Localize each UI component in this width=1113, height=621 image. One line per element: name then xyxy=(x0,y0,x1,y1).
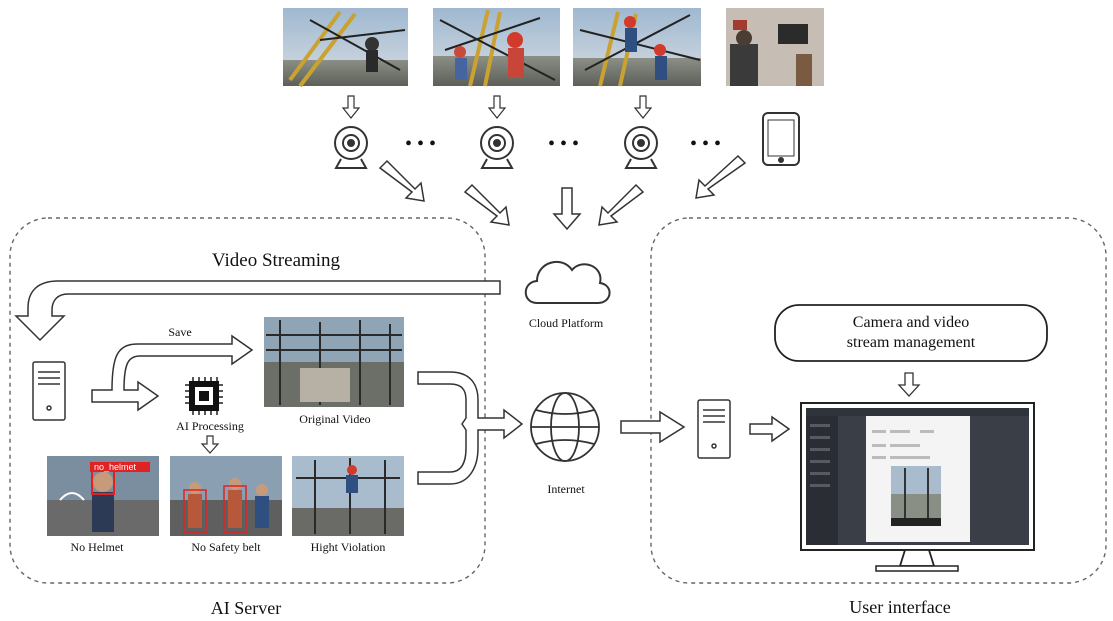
monitor-icon xyxy=(800,402,1035,572)
arrows-to-cloud xyxy=(378,154,747,231)
detection-photo-no-helmet: no_helmet xyxy=(47,456,159,536)
webcam-icon xyxy=(334,126,368,169)
ai-server-title: AI Server xyxy=(211,598,281,618)
server-to-monitor-arrow xyxy=(749,415,791,443)
ellipsis-1: • • • xyxy=(405,133,436,155)
ai-server-region xyxy=(9,217,486,584)
site-photo-1 xyxy=(283,8,408,88)
ai-down-arrow xyxy=(200,435,220,454)
user-interface-title: User interface xyxy=(849,597,950,617)
mgmt-down-arrow xyxy=(897,372,921,397)
server-icon xyxy=(697,399,731,459)
cloud-platform-label: Cloud Platform xyxy=(529,316,604,330)
site-photo-3 xyxy=(573,8,701,87)
fork-arrows xyxy=(91,334,254,412)
detection-label-no-safety-belt: No Safety belt xyxy=(191,540,261,554)
video-streaming-label: Video Streaming xyxy=(212,250,341,271)
ai-processing-label: AI Processing xyxy=(176,419,244,433)
ellipsis-2: • • • xyxy=(548,133,579,155)
detection-label-no-helmet: No Helmet xyxy=(71,540,125,554)
webcam-icon xyxy=(624,126,658,169)
site-photo-2 xyxy=(433,8,560,87)
original-video-photo xyxy=(264,317,404,407)
detection-photo-height-violation xyxy=(292,456,404,536)
merge-arrow xyxy=(417,371,524,485)
detection-photo-no-safety-belt xyxy=(170,456,282,536)
tablet-icon xyxy=(762,112,800,166)
down-arrows-top xyxy=(341,95,653,119)
internet-label: Internet xyxy=(547,482,585,496)
camera-mgmt-line2: stream management xyxy=(847,334,976,351)
user-interface-region xyxy=(650,217,1107,584)
original-video-label: Original Video xyxy=(299,412,370,426)
internet-to-server-arrow xyxy=(620,410,686,444)
ellipsis-3: • • • xyxy=(690,133,721,155)
globe-icon xyxy=(530,392,600,462)
cloud-icon xyxy=(524,260,611,304)
server-icon xyxy=(32,361,66,421)
no-helmet-tag: no_helmet xyxy=(94,462,137,472)
webcam-icon xyxy=(480,126,514,169)
detection-label-height-violation: Hight Violation xyxy=(311,540,386,554)
camera-mgmt-box xyxy=(774,304,1048,362)
site-photo-4 xyxy=(726,8,824,86)
chip-icon xyxy=(185,377,223,415)
camera-mgmt-line1: Camera and video xyxy=(853,314,969,331)
video-streaming-arrow xyxy=(14,280,501,342)
save-label: Save xyxy=(168,325,191,339)
